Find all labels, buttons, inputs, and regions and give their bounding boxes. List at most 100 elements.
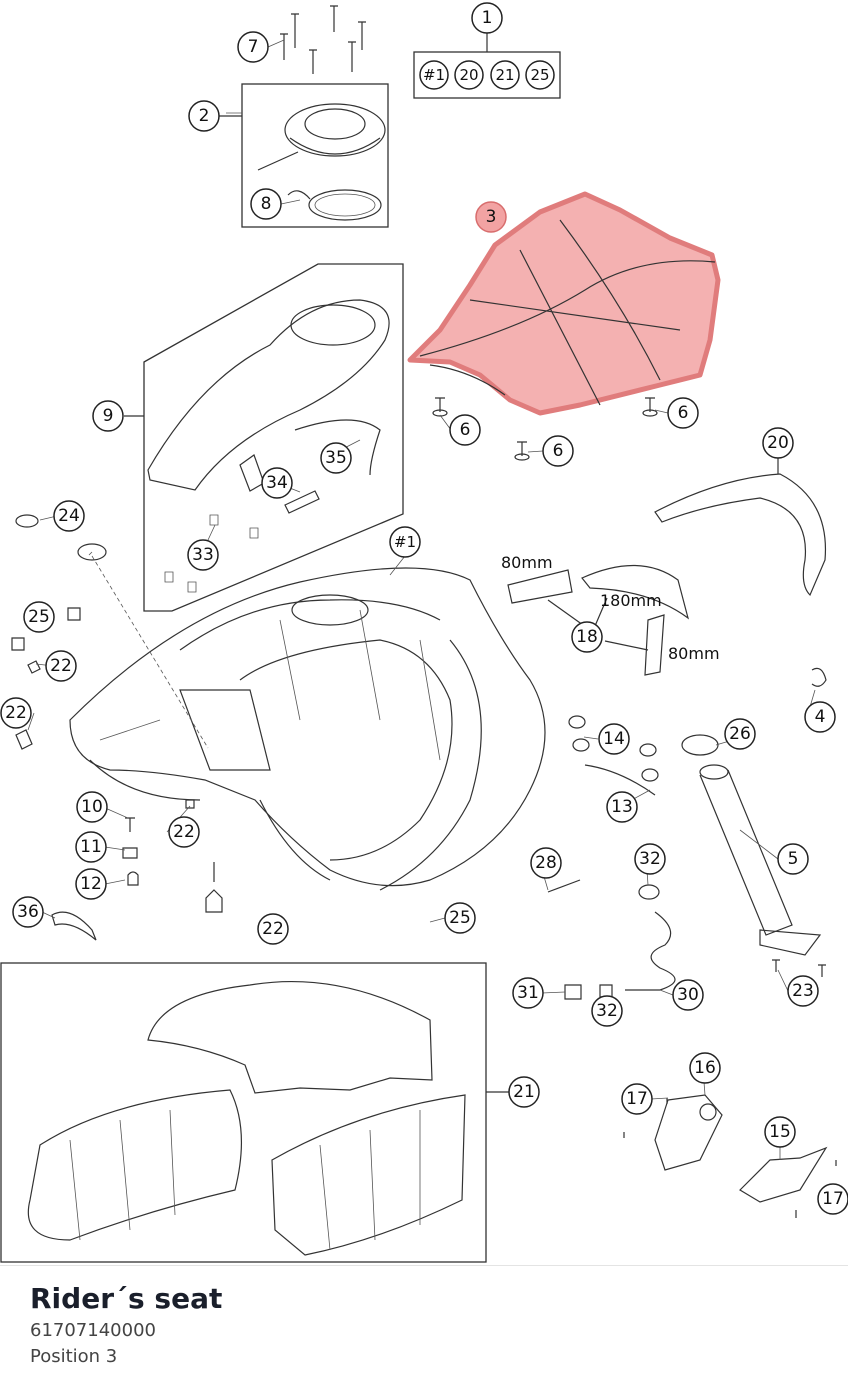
rider-seat-highlight[interactable] <box>407 191 721 416</box>
svg-text:#1: #1 <box>394 533 416 551</box>
callout-12[interactable]: 12 <box>75 868 107 900</box>
svg-text:7: 7 <box>248 37 259 57</box>
svg-text:21: 21 <box>495 66 514 84</box>
svg-text:31: 31 <box>517 983 539 1003</box>
svg-text:8: 8 <box>261 194 272 214</box>
svg-text:17: 17 <box>626 1089 648 1109</box>
dimension-label-80mm-top: 80mm <box>501 553 553 572</box>
callout-31[interactable]: 31 <box>512 977 544 1009</box>
tank-cover-drawing <box>124 263 404 612</box>
callout-6c[interactable]: 6 <box>667 397 699 429</box>
callout-32a[interactable]: 32 <box>634 843 666 875</box>
callout-17b[interactable]: 17 <box>817 1183 848 1215</box>
callout-7[interactable]: 7 <box>237 31 269 63</box>
callout-15[interactable]: 15 <box>764 1116 796 1148</box>
callout-18[interactable]: 18 <box>571 621 603 653</box>
svg-text:6: 6 <box>553 441 564 461</box>
callout-25a[interactable]: 25 <box>23 601 55 633</box>
svg-text:25: 25 <box>530 66 549 84</box>
brackets-drawing <box>623 1094 837 1218</box>
svg-text:32: 32 <box>639 849 661 869</box>
callout-22b[interactable]: 22 <box>0 697 32 729</box>
svg-text:6: 6 <box>678 403 689 423</box>
fuel-fittings-drawing <box>568 667 827 977</box>
svg-text:25: 25 <box>449 908 471 928</box>
callout-22a[interactable]: 22 <box>45 650 77 682</box>
svg-text:22: 22 <box>173 822 195 842</box>
callout-8[interactable]: 8 <box>250 188 282 220</box>
stickers-drawing <box>507 564 690 676</box>
leader-lines <box>27 39 827 1200</box>
exploded-parts-diagram: #1 20 21 25 <box>0 2 848 1263</box>
svg-text:26: 26 <box>729 724 751 744</box>
svg-text:22: 22 <box>262 919 284 939</box>
belly-pan-drawing <box>0 962 509 1263</box>
svg-text:36: 36 <box>17 902 39 922</box>
callout-17a[interactable]: 17 <box>621 1083 653 1115</box>
svg-text:13: 13 <box>611 797 633 817</box>
callout-14[interactable]: 14 <box>598 723 630 755</box>
part-title: Rider´s seat <box>30 1282 223 1315</box>
svg-text:12: 12 <box>80 874 102 894</box>
svg-text:#1: #1 <box>423 66 445 84</box>
callout-21[interactable]: 21 <box>508 1076 540 1108</box>
kit-item-2[interactable]: 20 <box>454 60 484 90</box>
svg-text:6: 6 <box>460 420 471 440</box>
svg-text:35: 35 <box>325 448 347 468</box>
svg-text:22: 22 <box>5 703 27 723</box>
svg-text:21: 21 <box>513 1082 535 1102</box>
callout-tank[interactable]: #1 <box>389 526 421 558</box>
svg-text:3: 3 <box>486 207 497 227</box>
part-info-panel: Rider´s seat 61707140000 Position 3 <box>0 1265 848 1391</box>
callout-6a[interactable]: 6 <box>449 414 481 446</box>
callout-24[interactable]: 24 <box>53 500 85 532</box>
screws-drawing <box>280 5 366 74</box>
svg-text:32: 32 <box>596 1001 618 1021</box>
callout-35[interactable]: 35 <box>320 442 352 474</box>
svg-text:34: 34 <box>266 473 288 493</box>
callout-16[interactable]: 16 <box>689 1052 721 1084</box>
svg-text:17: 17 <box>822 1189 844 1209</box>
callout-5[interactable]: 5 <box>777 843 809 875</box>
seat-bolts-drawing <box>432 397 658 461</box>
callout-20[interactable]: 20 <box>762 427 794 459</box>
kit-item-1[interactable]: #1 <box>419 60 449 90</box>
callout-22c[interactable]: 22 <box>168 816 200 848</box>
filler-cap-drawing <box>219 83 389 228</box>
callout-10[interactable]: 10 <box>76 791 108 823</box>
svg-text:10: 10 <box>81 797 103 817</box>
kit-item-4[interactable]: 25 <box>525 60 555 90</box>
callout-34[interactable]: 34 <box>261 467 293 499</box>
svg-text:11: 11 <box>80 837 102 857</box>
callout-11[interactable]: 11 <box>75 831 107 863</box>
callout-32b[interactable]: 32 <box>591 995 623 1027</box>
svg-text:14: 14 <box>603 729 625 749</box>
callout-6b[interactable]: 6 <box>542 435 574 467</box>
callout-33[interactable]: 33 <box>187 539 219 571</box>
callout-30[interactable]: 30 <box>672 979 704 1011</box>
svg-text:33: 33 <box>192 545 214 565</box>
callout-13[interactable]: 13 <box>606 791 638 823</box>
svg-text:30: 30 <box>677 985 699 1005</box>
callout-23[interactable]: 23 <box>787 975 819 1007</box>
callout-22d[interactable]: 22 <box>257 913 289 945</box>
svg-text:5: 5 <box>788 849 799 869</box>
callout-3-highlighted[interactable]: 3 <box>475 201 507 233</box>
svg-text:23: 23 <box>792 981 814 1001</box>
callout-4[interactable]: 4 <box>804 701 836 733</box>
svg-text:15: 15 <box>769 1122 791 1142</box>
callout-25b[interactable]: 25 <box>444 902 476 934</box>
callout-28[interactable]: 28 <box>530 847 562 879</box>
kit-group-box: #1 20 21 25 <box>413 33 561 99</box>
callout-9[interactable]: 9 <box>92 400 124 432</box>
kit-item-3[interactable]: 21 <box>490 60 520 90</box>
callout-26[interactable]: 26 <box>724 718 756 750</box>
callout-36[interactable]: 36 <box>12 896 44 928</box>
callout-1[interactable]: 1 <box>471 2 503 34</box>
dimension-label-80mm-bottom: 80mm <box>668 644 720 663</box>
svg-text:22: 22 <box>50 656 72 676</box>
svg-text:20: 20 <box>459 66 478 84</box>
svg-text:20: 20 <box>767 433 789 453</box>
dimension-labels: 80mm 180mm 80mm <box>501 553 720 663</box>
callout-2[interactable]: 2 <box>188 100 220 132</box>
